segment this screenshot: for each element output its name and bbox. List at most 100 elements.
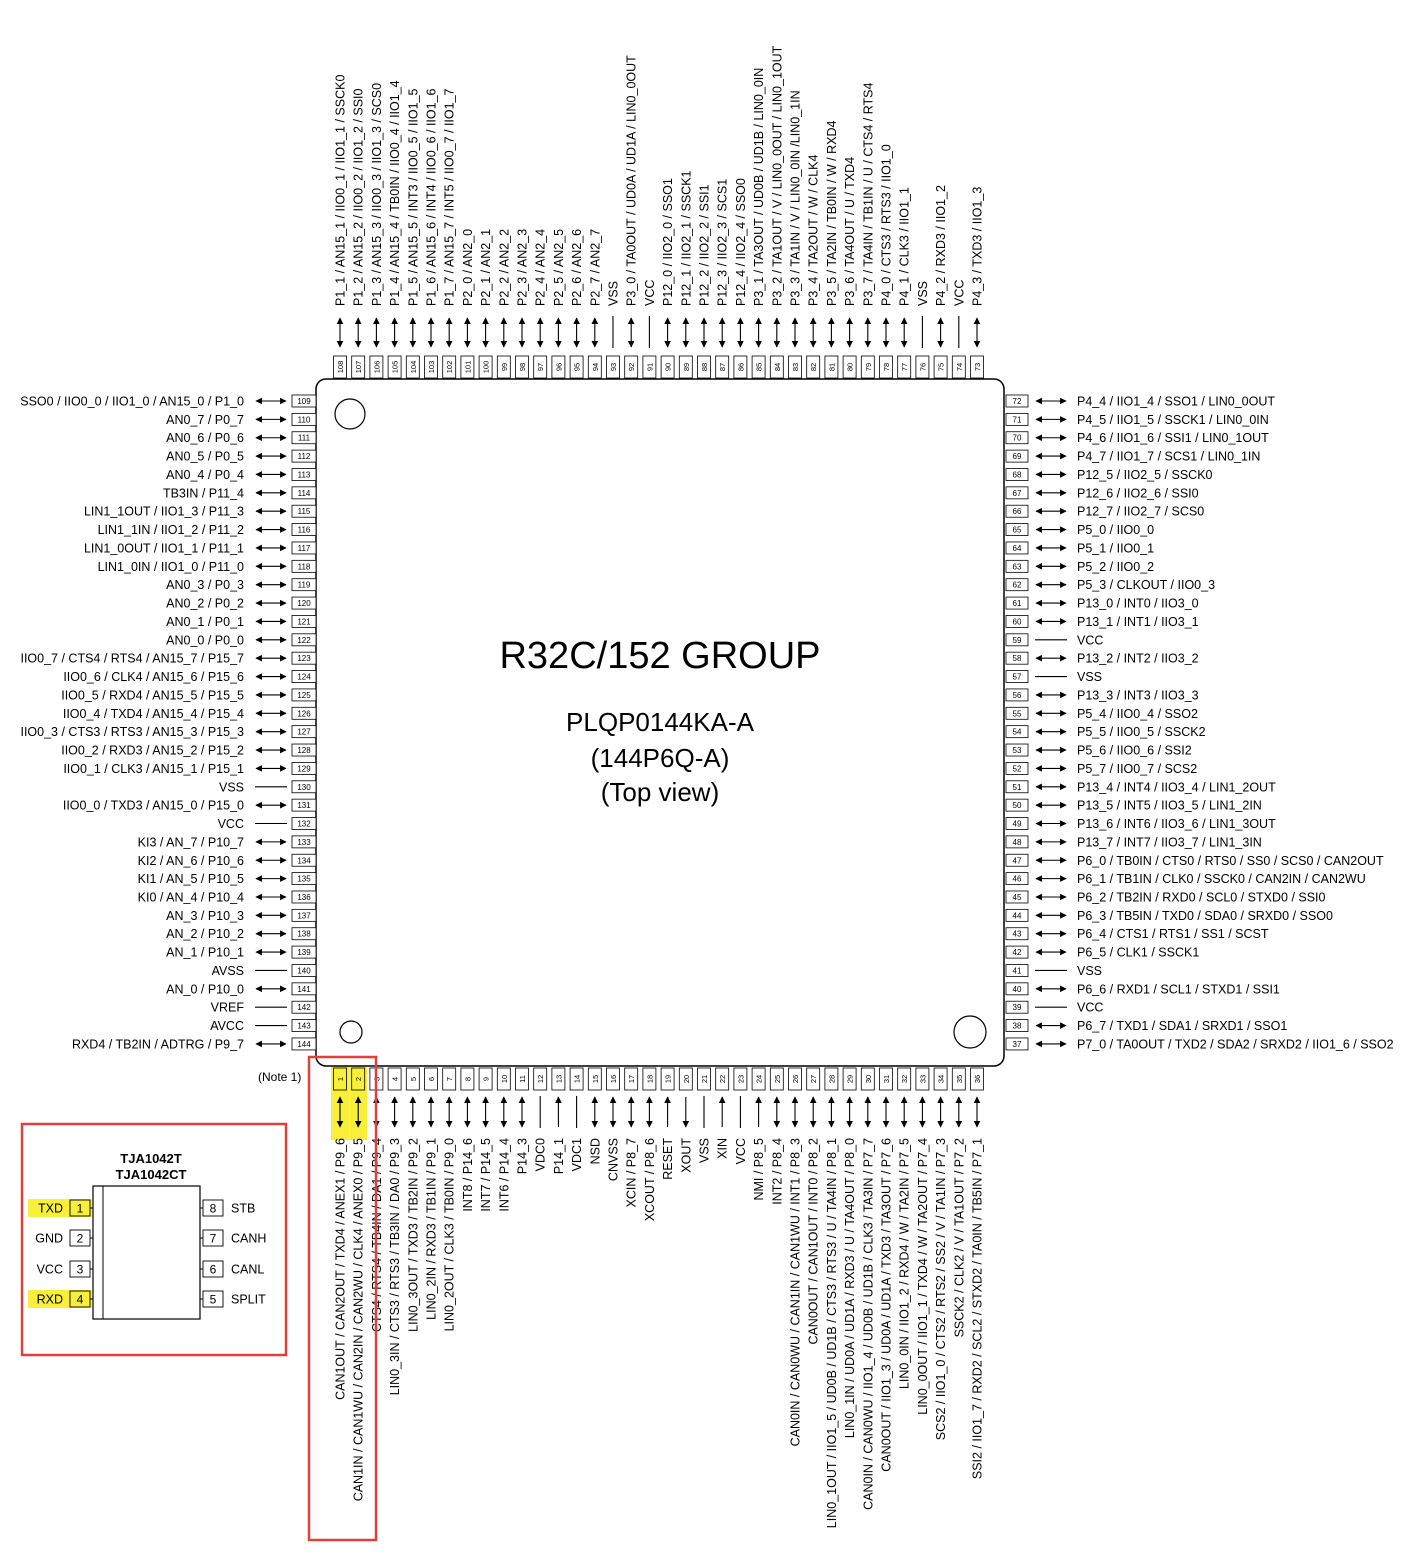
pin-number: 28 xyxy=(827,1075,836,1083)
pin-number-box xyxy=(333,1067,347,1091)
pin-number: 80 xyxy=(846,363,855,371)
pin-label: INT8 / P14_6 xyxy=(461,1138,475,1212)
pin-number-box xyxy=(970,355,984,379)
pin-number: 49 xyxy=(1013,820,1022,829)
pin-label: P2_0 / AN2_0 xyxy=(461,229,475,306)
pin-label: AN0_5 / P0_5 xyxy=(166,450,244,464)
pin-number: 18 xyxy=(645,1075,654,1083)
pin-number-box xyxy=(405,1067,420,1091)
pin-number: 66 xyxy=(1013,507,1022,516)
pin-number: 116 xyxy=(298,526,311,535)
pin-label: P3_2 / TA1OUT / V / LIN0_0OUT / LIN0_1OU… xyxy=(770,45,784,306)
pin-number-box xyxy=(291,982,317,996)
pin-number-box xyxy=(1005,725,1029,739)
pin-number: 35 xyxy=(955,1075,964,1083)
pin-label: VCC xyxy=(952,280,966,306)
transceiver-name-1: TJA1042T xyxy=(120,1151,181,1166)
pin-number: 14 xyxy=(573,1075,582,1083)
pin-number-box xyxy=(915,1067,930,1091)
pin-label: CAN1OUT / CAN2OUT / TXD4 / ANEX1 / P9_6 xyxy=(334,1138,348,1400)
pin-number: 64 xyxy=(1013,544,1022,553)
pin-number: 86 xyxy=(736,363,745,371)
pin-number: 94 xyxy=(591,363,600,371)
pin-number-box xyxy=(1005,743,1029,757)
pin-number: 123 xyxy=(297,654,311,663)
pin-number: 92 xyxy=(627,363,636,371)
pin-label: P6_1 / TB1IN / CLK0 / SSCK0 / CAN2IN / C… xyxy=(1077,872,1366,886)
pin-number-box xyxy=(291,412,317,426)
pin-number-box xyxy=(202,1199,224,1217)
pin-number-box xyxy=(606,355,620,379)
pin-label: XOUT xyxy=(679,1138,693,1173)
pin-number-box xyxy=(951,1067,966,1091)
pin-number: 54 xyxy=(1013,728,1022,737)
pin-number: 71 xyxy=(1013,415,1022,424)
pin-number-box xyxy=(291,523,317,536)
pin-number-box xyxy=(291,872,317,886)
pin-number: 58 xyxy=(1013,654,1022,663)
pin-label: IIO0_6 / CLK4 / AN15_6 / P15_6 xyxy=(63,670,244,684)
pin-label: IIO0_3 / CTS3 / RTS3 / AN15_3 / P15_3 xyxy=(20,725,244,739)
pin-label: LIN1_0OUT / IIO1_1 / P11_1 xyxy=(84,541,244,555)
pin-label: LIN0_1OUT / IIO1_5 / UD0B / UD1B / CTS3 … xyxy=(825,1138,839,1528)
pin-label: LIN1_1IN / IIO1_2 / P11_2 xyxy=(98,523,244,537)
pin-label: P7_0 / TA0OUT / TXD2 / SDA2 / SRXD2 / II… xyxy=(1077,1037,1394,1051)
pin-label: P4_5 / IIO1_5 / SSCK1 / LIN0_0IN xyxy=(1077,413,1269,427)
note-label: (Note 1) xyxy=(258,1070,301,1084)
pin-label: INT7 / P14_5 xyxy=(479,1138,493,1212)
pin-number-box xyxy=(1005,817,1029,830)
pin-number: 22 xyxy=(718,1075,727,1083)
pin-number: 51 xyxy=(1013,783,1022,792)
pin-number-box xyxy=(291,762,317,775)
pin-number-box xyxy=(897,355,912,379)
pin-number: 117 xyxy=(298,544,311,553)
pin-number: 113 xyxy=(298,470,311,479)
pin-number-box xyxy=(769,1067,784,1091)
pin-label: RXD4 / TB2IN / ADTRG / P9_7 xyxy=(72,1037,244,1051)
pin-number: 5 xyxy=(409,1077,418,1081)
pin-label: P5_1 / IIO0_1 xyxy=(1077,541,1154,555)
pin-label: P2_1 / AN2_1 xyxy=(479,229,493,306)
pin-number: 46 xyxy=(1013,875,1022,884)
pin-number-box xyxy=(1005,780,1029,794)
pin-number-box xyxy=(733,355,748,379)
pin-label: P6_4 / CTS1 / RTS1 / SS1 / SCST xyxy=(1077,927,1269,941)
pin-label: IIO0_1 / CLK3 / AN15_1 / P15_1 xyxy=(63,762,244,776)
pin-label: CAN0OUT / IIO1_3 / UD0A / UD1A / TXD3 / … xyxy=(880,1138,894,1472)
pin-label: P1_1 / AN15_1 / IIO0_1 / IIO1_1 / SSCK0 xyxy=(334,75,348,306)
pin-number: 16 xyxy=(609,1075,618,1083)
pin-label: CNVSS xyxy=(607,1138,621,1181)
pin-number: 56 xyxy=(1013,691,1022,700)
pin-number: 4 xyxy=(391,1077,400,1081)
pin-number-box xyxy=(897,1067,912,1091)
pin-number-box xyxy=(1005,927,1029,941)
pin-label: P5_2 / IIO0_2 xyxy=(1077,560,1154,574)
pin1-marker-top-left xyxy=(334,398,366,430)
pin-label: CANL xyxy=(231,1263,264,1277)
pin-number-box xyxy=(824,355,839,379)
pin-number-box xyxy=(291,908,317,922)
pin-label: AN_0 / P10_0 xyxy=(166,982,244,996)
pin-number: 112 xyxy=(298,452,311,461)
pin-label: P5_0 / IIO0_0 xyxy=(1077,523,1154,537)
transceiver-body xyxy=(92,1185,201,1320)
pin-label: AVCC xyxy=(210,1019,244,1033)
pin-label: P13_1 / INT1 / IIO3_1 xyxy=(1077,615,1199,629)
pin-number: 10 xyxy=(500,1075,509,1083)
pin-label: P3_5 / TA2IN / TB0IN / W / RXD4 xyxy=(825,120,839,306)
pin-number: 128 xyxy=(297,746,311,755)
pin-label: P5_6 / IIO0_6 / SSI2 xyxy=(1077,744,1192,758)
pin-number-box xyxy=(291,798,317,812)
pin-label: P6_6 / RXD1 / SCL1 / STXD1 / SSI1 xyxy=(1077,982,1280,996)
pin-number-box xyxy=(806,1067,821,1091)
pin-label: P12_5 / IIO2_5 / SSCK0 xyxy=(1077,468,1213,482)
pin-label: P6_0 / TB0IN / CTS0 / RTS0 / SS0 / SCS0 … xyxy=(1077,854,1384,868)
pin-number: 11 xyxy=(518,1075,527,1083)
pin-label: AN0_7 / P0_7 xyxy=(166,413,244,427)
pin-number: 129 xyxy=(297,764,311,773)
pin-label: VCC xyxy=(218,817,244,831)
